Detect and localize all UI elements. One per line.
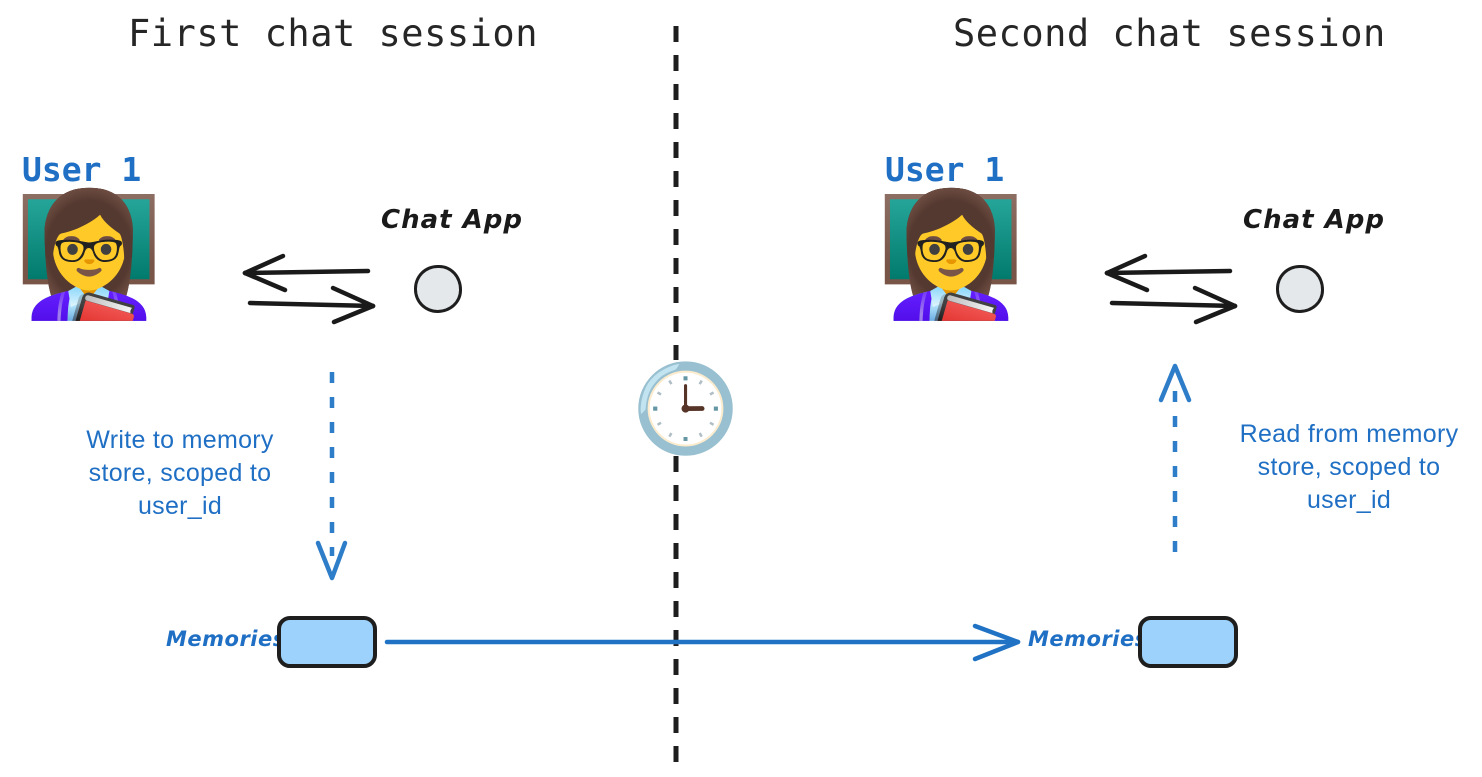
left-session-title: First chat session (128, 12, 538, 55)
write-to-memory-arrow (315, 372, 348, 581)
left-memories-label: Memories (166, 627, 286, 651)
left-chat-app-node[interactable] (414, 265, 462, 313)
right-memory-store[interactable] (1138, 616, 1238, 668)
right-memories-label: Memories (1028, 627, 1148, 651)
right-user-avatar: 👩‍🏫 (876, 188, 1026, 322)
write-to-memory-note: Write to memory store, scoped to user_id (55, 424, 305, 523)
time-clock-icon: 🕒 (632, 361, 740, 457)
left-user-label: User 1 (22, 150, 142, 189)
right-exchange-arrows (1104, 253, 1238, 325)
read-from-memory-note: Read from memory store, scoped to user_i… (1218, 418, 1480, 517)
left-memory-store[interactable] (277, 616, 377, 668)
right-session-title: Second chat session (953, 12, 1386, 55)
read-from-memory-arrow (1158, 363, 1192, 552)
write-note-line-1: Write to memory (86, 426, 274, 454)
write-note-line-3: user_id (137, 492, 223, 520)
left-exchange-arrows (242, 253, 376, 325)
memory-persistence-arrow (384, 623, 1021, 662)
right-chat-app-node[interactable] (1276, 265, 1324, 313)
left-chat-app-label: Chat App (381, 205, 523, 235)
read-note-line-2: store, scoped to (1257, 453, 1441, 481)
read-note-line-1: Read from memory (1239, 420, 1459, 448)
right-user-label: User 1 (885, 150, 1005, 189)
write-note-line-2: store, scoped to (88, 459, 272, 487)
read-note-line-3: user_id (1306, 486, 1392, 514)
right-chat-app-label: Chat App (1243, 205, 1385, 235)
left-user-avatar: 👩‍🏫 (14, 188, 164, 322)
